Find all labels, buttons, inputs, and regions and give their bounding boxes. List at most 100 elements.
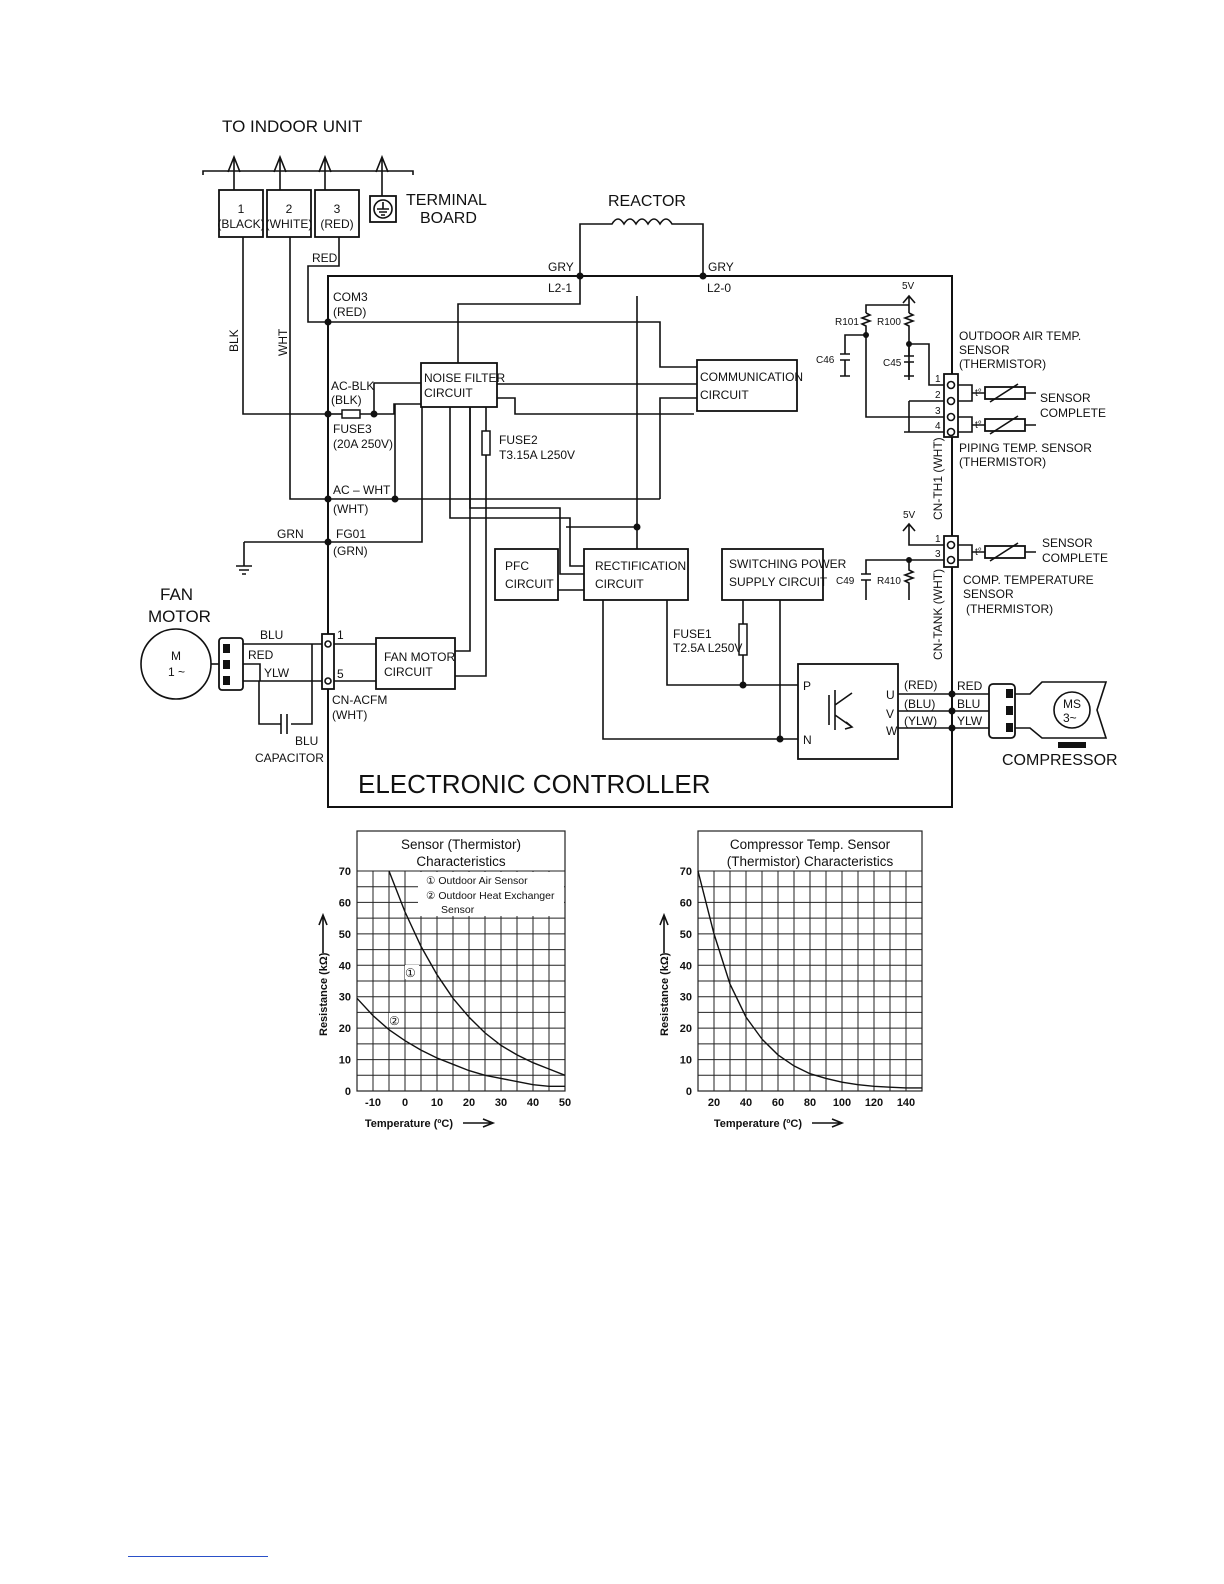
thermistor-chart: Sensor (Thermistor)Characteristics010203… — [318, 830, 571, 1130]
t-deg-1: t° — [975, 388, 982, 399]
fan-motor-circuit — [375, 637, 456, 690]
y-tick-label: 0 — [686, 1086, 692, 1098]
pin-p: P — [803, 679, 811, 693]
fuse3-label: FUSE3 — [333, 422, 372, 436]
th1-pin1: 1 — [935, 374, 941, 385]
fan-wire-ylw: YLW — [264, 666, 290, 680]
x-tick-label: 20 — [708, 1097, 720, 1109]
c46-label: C46 — [816, 355, 835, 366]
compressor-symbol-2: 3~ — [1063, 711, 1077, 725]
grn-label: GRN — [277, 527, 304, 541]
piping-label-1: PIPING TEMP. SENSOR — [959, 441, 1092, 455]
r410-label: R410 — [877, 576, 901, 587]
cn-acfm-label: CN-ACFM — [332, 693, 387, 707]
y-tick-label: 70 — [339, 866, 351, 878]
fan-connector — [218, 637, 244, 691]
y-tick-label: 20 — [339, 1023, 351, 1035]
y-tick-label: 40 — [339, 960, 351, 972]
outdoor-air-label-2: SENSOR — [959, 343, 1010, 357]
fan-wire-blu: BLU — [260, 628, 283, 642]
igbt-icon — [828, 690, 854, 730]
x-axis-arrow-icon — [463, 1118, 496, 1128]
tank-pin1: 1 — [935, 534, 941, 545]
outdoor-air-label-1: OUTDOOR AIR TEMP. — [959, 329, 1081, 343]
y-tick-label: 10 — [680, 1055, 692, 1067]
fan-motor-circuit-sub: CIRCUIT — [384, 665, 433, 679]
y-tick-label: 30 — [339, 992, 351, 1004]
y-tick-label: 50 — [339, 929, 351, 941]
controller-label: ELECTRONIC CONTROLLER — [358, 769, 711, 799]
pfc-circuit — [494, 548, 559, 601]
terminal-3-color: (RED) — [320, 217, 353, 231]
y-tick-label: 60 — [680, 897, 692, 909]
cn-acfm-pin5: 5 — [337, 667, 344, 681]
chart-title-line-2: (Thermistor) Characteristics — [727, 854, 894, 869]
x-axis-arrow-icon — [812, 1118, 845, 1128]
y-tick-label: 0 — [345, 1086, 351, 1098]
terminal-board-label-2: BOARD — [420, 210, 477, 227]
y-axis-arrow-icon — [659, 912, 669, 953]
compressor-thermistor-chart: Compressor Temp. Sensor(Thermistor) Char… — [659, 830, 923, 1130]
y-tick-label: 20 — [680, 1023, 692, 1035]
reactor-label: REACTOR — [608, 193, 686, 210]
series-line-1 — [388, 870, 566, 1076]
capacitor-icon — [280, 714, 288, 734]
tank-pin3: 3 — [935, 549, 941, 560]
v5-top-label: 5V — [902, 281, 915, 292]
fuse2-label: FUSE2 — [499, 433, 538, 447]
pin-u: U — [886, 688, 895, 702]
r101-label: R101 — [835, 317, 859, 328]
x-tick-label: 20 — [463, 1097, 475, 1109]
x-tick-label: 40 — [527, 1097, 539, 1109]
pin-v: V — [886, 707, 894, 721]
switching-sub: SUPPLY CIRCUIT — [729, 575, 828, 589]
sensor-complete-1-b: COMPLETE — [1040, 406, 1106, 420]
legend-item-1: ① Outdoor Air Sensor — [426, 875, 528, 887]
outdoor-air-label-3: (THERMISTOR) — [959, 357, 1046, 371]
switching-label: SWITCHING POWER — [729, 557, 847, 571]
x-tick-label: 50 — [559, 1097, 571, 1109]
to-indoor-label: TO INDOOR UNIT — [222, 117, 362, 136]
x-tick-label: 30 — [495, 1097, 507, 1109]
communication-circuit — [696, 359, 798, 412]
terminal-2-color: (WHITE) — [266, 217, 313, 231]
blk-wire-label: BLK — [227, 329, 241, 352]
t-deg-2: t° — [975, 420, 982, 431]
x-tick-label: 60 — [772, 1097, 784, 1109]
th1-pin3: 3 — [935, 406, 941, 417]
gry-right-label: GRY — [708, 260, 734, 274]
curve-mark-2: ② — [389, 1014, 400, 1028]
cn-acfm-sub: (WHT) — [332, 708, 367, 722]
fuse2-icon — [481, 430, 491, 456]
footer-rule — [128, 1556, 268, 1557]
legend-item-2: ② Outdoor Heat Exchanger — [426, 890, 555, 902]
cn-tank-connector — [943, 535, 959, 568]
reactor-coil-icon — [579, 218, 704, 276]
sensor-complete-2-a: SENSOR — [1042, 536, 1093, 550]
sensor-complete-2-b: COMPLETE — [1042, 551, 1108, 565]
pin-w: W — [886, 724, 898, 738]
series-line-1 — [697, 870, 922, 1089]
cn-th1-label: CN-TH1 (WHT) — [931, 437, 945, 520]
x-axis-label: Temperature (ºC) — [365, 1118, 453, 1130]
x-tick-label: 120 — [865, 1097, 883, 1109]
x-tick-label: 0 — [402, 1097, 408, 1109]
th1-pin2: 2 — [935, 390, 941, 401]
l2-1-label: L2-1 — [548, 281, 572, 295]
comp-wire-ylw: YLW — [957, 714, 983, 728]
chart-title-line-2: Characteristics — [416, 854, 506, 869]
fuse1-icon — [738, 623, 748, 656]
x-tick-label: 40 — [740, 1097, 752, 1109]
fan-motor-icon — [140, 628, 212, 700]
fan-motor-circuit-label: FAN MOTOR — [384, 650, 455, 664]
capacitor-wire-label: BLU — [295, 734, 318, 748]
cn-acfm-connector — [321, 633, 335, 690]
fan-wire-red: RED — [248, 648, 274, 662]
com3-label: COM3 — [333, 290, 368, 304]
curve-mark-1: ① — [405, 966, 416, 980]
x-tick-label: -10 — [365, 1097, 381, 1109]
x-tick-label: 10 — [431, 1097, 443, 1109]
rectification-label: RECTIFICATION — [595, 559, 686, 573]
inverter-module — [797, 663, 899, 760]
ac-wht-sub-label: (WHT) — [333, 502, 368, 516]
